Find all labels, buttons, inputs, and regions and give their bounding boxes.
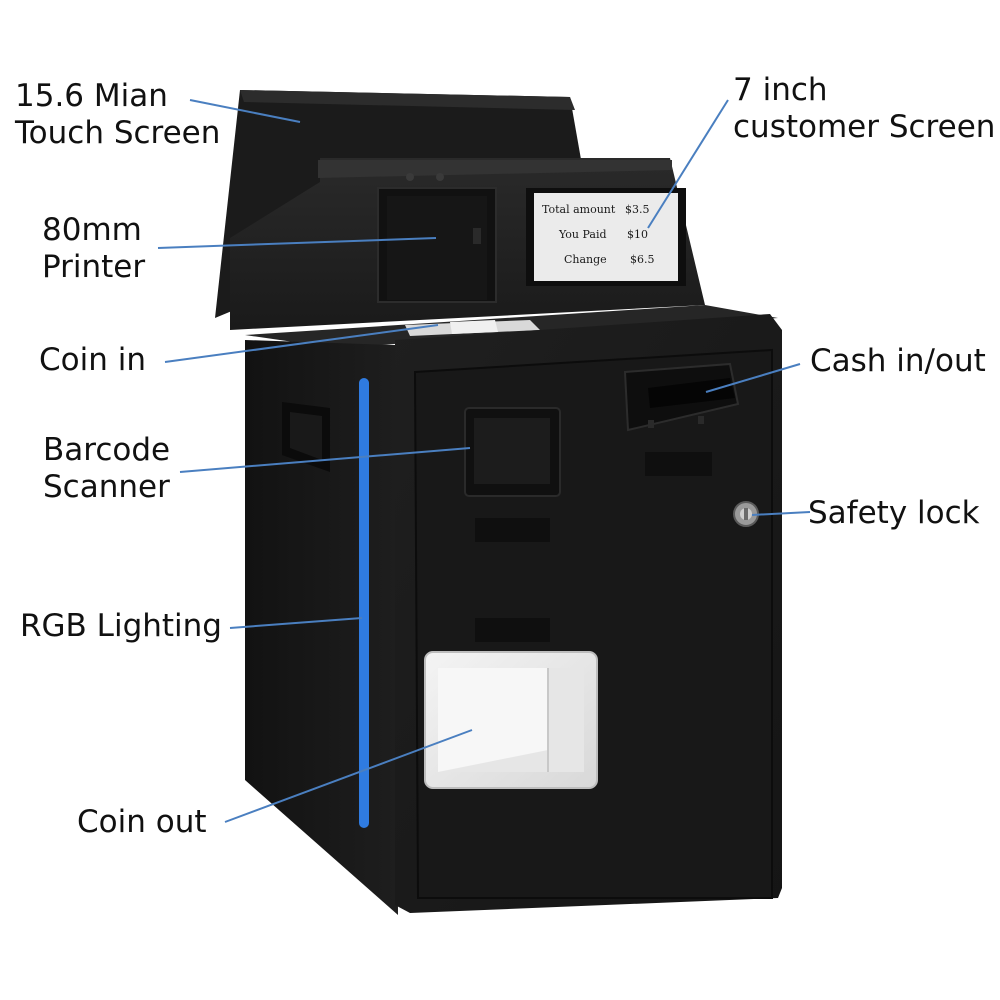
label-main-touch-screen: 15.6 Mian Touch Screen bbox=[15, 78, 221, 151]
display-value-paid: $10 bbox=[627, 228, 648, 241]
front-panel-slot bbox=[475, 618, 550, 642]
display-value-change: $6.5 bbox=[630, 253, 655, 266]
leader-line-cash bbox=[705, 363, 801, 393]
leader-line-barcode bbox=[179, 447, 471, 473]
printer-door bbox=[377, 187, 497, 303]
leader-line-coin-in bbox=[164, 324, 439, 363]
label-safety-lock: Safety lock bbox=[808, 495, 980, 531]
rgb-light-strip bbox=[359, 378, 369, 828]
label-printer: 80mm Printer bbox=[42, 212, 146, 285]
front-panel-slot bbox=[645, 452, 712, 476]
leader-line-customer-screen bbox=[647, 99, 729, 229]
barcode-scanner bbox=[464, 407, 561, 497]
label-cash-in-out: Cash in/out bbox=[810, 343, 986, 379]
leader-line-main-screen bbox=[189, 99, 301, 123]
cabinet-side bbox=[245, 340, 398, 915]
leader-lines bbox=[157, 99, 811, 823]
label-rgb-lighting: RGB Lighting bbox=[20, 608, 222, 644]
front-panel-slot bbox=[475, 518, 550, 542]
leader-line-rgb bbox=[229, 617, 363, 629]
display-label-change: Change bbox=[564, 253, 607, 266]
display-label-paid: You Paid bbox=[558, 228, 607, 241]
leader-line-printer bbox=[157, 237, 437, 249]
label-customer-screen: 7 inch customer Screen bbox=[733, 72, 996, 145]
label-coin-in: Coin in bbox=[39, 342, 146, 378]
label-barcode-scanner: Barcode Scanner bbox=[43, 432, 171, 505]
label-coin-out: Coin out bbox=[77, 804, 207, 840]
customer-display-text: Total amount $3.5 You Paid $10 Change $6… bbox=[542, 203, 655, 266]
leader-line-coin-out bbox=[224, 729, 473, 823]
customer-screen bbox=[526, 188, 686, 286]
display-value-total: $3.5 bbox=[625, 203, 650, 216]
display-label-total: Total amount bbox=[542, 203, 616, 216]
cash-slot bbox=[623, 362, 740, 432]
counter-top bbox=[245, 305, 778, 348]
leader-line-lock bbox=[751, 511, 811, 516]
coin-out-tray bbox=[424, 651, 598, 789]
